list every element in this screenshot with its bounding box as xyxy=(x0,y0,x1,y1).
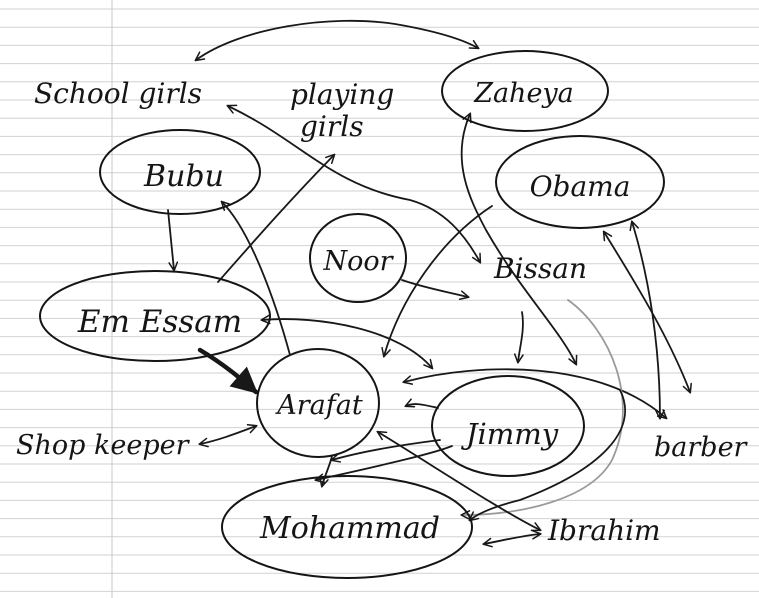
free-labels: School girls playing girls Bissan Shop k… xyxy=(16,77,749,547)
edge-arafat-ibrahim xyxy=(378,432,540,530)
node-zaheya-ellipse[interactable] xyxy=(441,50,609,132)
label-jimmy: Jimmy xyxy=(461,417,559,451)
edge-bissan-mohammad-faint xyxy=(462,299,624,515)
edge-jimmy-arafat-1 xyxy=(406,404,439,409)
nodes xyxy=(39,50,665,579)
label-school-girls: School girls xyxy=(34,77,202,110)
label-bissan: Bissan xyxy=(493,252,587,285)
label-bubu: Bubu xyxy=(143,159,224,194)
edge-arafat-barber xyxy=(404,368,666,418)
label-obama: Obama xyxy=(530,170,631,203)
label-ibrahim: Ibrahim xyxy=(547,514,661,547)
node-obama-ellipse[interactable] xyxy=(495,135,665,229)
edge-zaheya-jimmy xyxy=(460,114,576,364)
edge-shopkeeper-arafat xyxy=(200,426,256,444)
node-jimmy-ellipse[interactable] xyxy=(431,375,585,477)
node-labels: Zaheya Obama Bubu Noor Em Essam Arafat J… xyxy=(77,78,631,546)
edge-barber-mohammad xyxy=(470,389,626,520)
node-emessam-ellipse[interactable] xyxy=(39,270,271,362)
edge-zaheya-schoolgirls xyxy=(196,19,478,60)
edge-emessam-playinggirls xyxy=(217,155,334,283)
edges xyxy=(167,19,690,544)
edge-jimmy-mohammad xyxy=(316,445,453,480)
label-shop-keeper: Shop keeper xyxy=(16,430,191,461)
label-playing-girls-2: girls xyxy=(300,110,364,143)
edge-bissan-jimmy xyxy=(518,311,524,362)
label-arafat: Arafat xyxy=(274,390,363,421)
edge-bubu-emessam xyxy=(167,209,174,270)
node-noor-ellipse[interactable] xyxy=(309,213,407,303)
edge-emessam-jimmy xyxy=(262,319,432,368)
edge-arafat-mohammad xyxy=(322,455,333,486)
label-noor: Noor xyxy=(322,246,394,277)
label-playing-girls-1: playing xyxy=(290,78,394,111)
node-arafat-ellipse[interactable] xyxy=(256,348,380,458)
node-bubu-ellipse[interactable] xyxy=(99,129,261,215)
label-barber: barber xyxy=(654,432,749,463)
node-mohammad-ellipse[interactable] xyxy=(221,475,473,579)
label-mohammad: Mohammad xyxy=(259,511,440,546)
label-emessam: Em Essam xyxy=(77,304,242,340)
label-zaheya: Zaheya xyxy=(473,78,574,109)
edge-mohammad-ibrahim xyxy=(484,534,540,544)
edge-emessam-arafat-bold xyxy=(197,347,259,395)
edge-noor-bissan xyxy=(401,279,468,297)
